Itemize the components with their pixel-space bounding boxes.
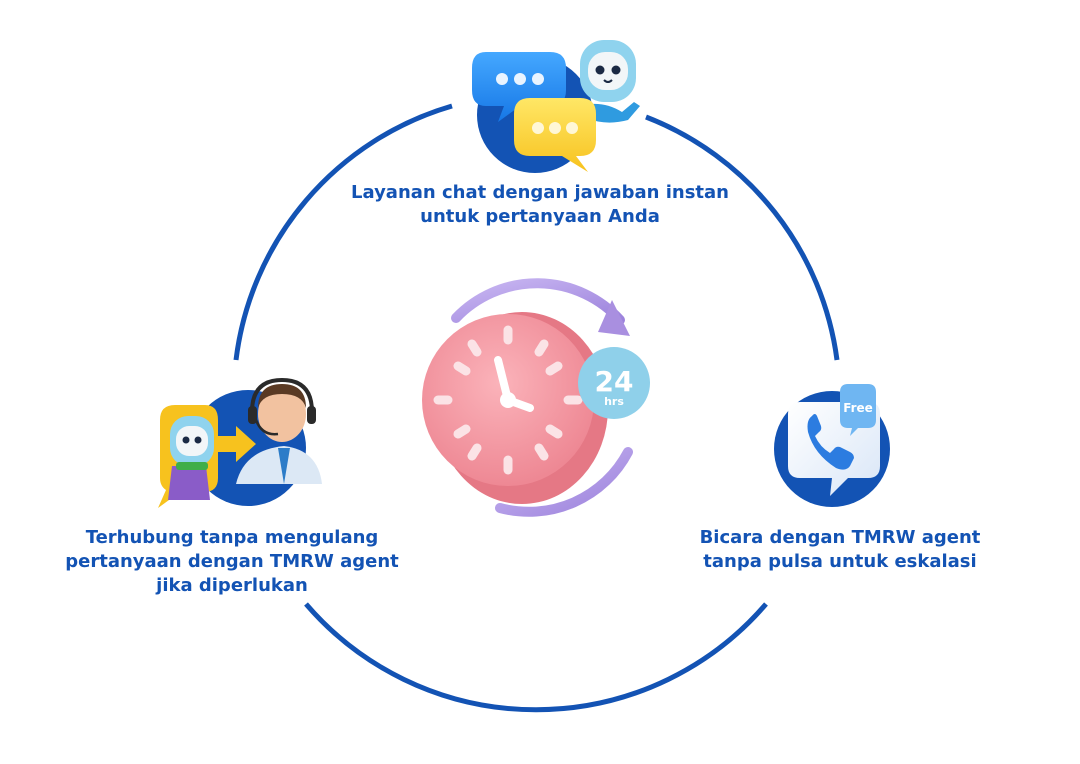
ring-arc-bottom xyxy=(304,602,768,713)
robot-figure xyxy=(168,416,214,500)
free-badge-label: Free xyxy=(843,401,873,415)
agent-figure xyxy=(236,377,322,484)
circular-arrow-tail xyxy=(495,447,633,517)
badge-number: 24 xyxy=(595,365,634,398)
circular-arrow xyxy=(451,278,625,325)
caption-line: Layanan chat dengan jawaban instan xyxy=(351,182,729,203)
24-hours-clock-icon: 24 hrs xyxy=(422,278,650,517)
robot-to-agent-icon xyxy=(158,377,322,508)
call-feature-caption: Bicara dengan TMRW agent tanpa pulsa unt… xyxy=(680,526,1000,574)
caption-line: tanpa pulsa untuk eskalasi xyxy=(703,551,977,572)
chat-feature-caption: Layanan chat dengan jawaban instan untuk… xyxy=(340,181,740,229)
handoff-arrow xyxy=(214,426,256,462)
cycle-ring xyxy=(233,103,840,713)
caption-line: pertanyaan dengan TMRW agent xyxy=(65,551,399,572)
badge-unit: hrs xyxy=(604,395,624,408)
caption-line: jika diperlukan xyxy=(156,575,308,596)
free-phone-call-icon: Free xyxy=(774,384,890,507)
chat-bubbles-robot-icon xyxy=(472,40,640,173)
circular-arrow-head xyxy=(598,300,630,336)
chat-bubble-yellow xyxy=(514,98,596,172)
24-hours-badge: 24 hrs xyxy=(578,347,650,419)
caption-line: Bicara dengan TMRW agent xyxy=(699,527,981,548)
ring-arc-top-right xyxy=(645,114,840,361)
caption-line: Terhubung tanpa mengulang xyxy=(85,527,379,548)
phone-handset-icon xyxy=(807,414,854,470)
handoff-feature-caption: Terhubung tanpa mengulang pertanyaan den… xyxy=(52,526,412,598)
ring-arc-top-left xyxy=(233,103,453,361)
free-badge: Free xyxy=(840,384,876,436)
caption-line: untuk pertanyaan Anda xyxy=(420,206,660,227)
clock-ticks xyxy=(433,325,583,475)
